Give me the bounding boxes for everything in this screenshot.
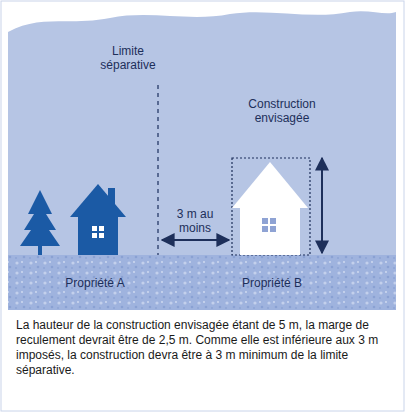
boundary-label: Limite séparative bbox=[87, 44, 169, 72]
height-box bbox=[232, 158, 310, 255]
property-label: Propriété A bbox=[65, 276, 124, 290]
ground bbox=[8, 255, 396, 310]
construction-label: Construction envisagée bbox=[232, 97, 332, 125]
house-a bbox=[70, 184, 126, 255]
boundary-line bbox=[157, 85, 159, 255]
tree bbox=[20, 190, 60, 255]
house-b bbox=[232, 162, 308, 255]
distance-arrow bbox=[162, 239, 229, 241]
property-label: Propriété B bbox=[242, 276, 302, 290]
height-arrow bbox=[321, 158, 323, 253]
caption: La hauteur de la construction envisagée … bbox=[16, 318, 390, 378]
distance-label: 3 m au moins bbox=[165, 207, 225, 235]
sky bbox=[8, 11, 396, 310]
